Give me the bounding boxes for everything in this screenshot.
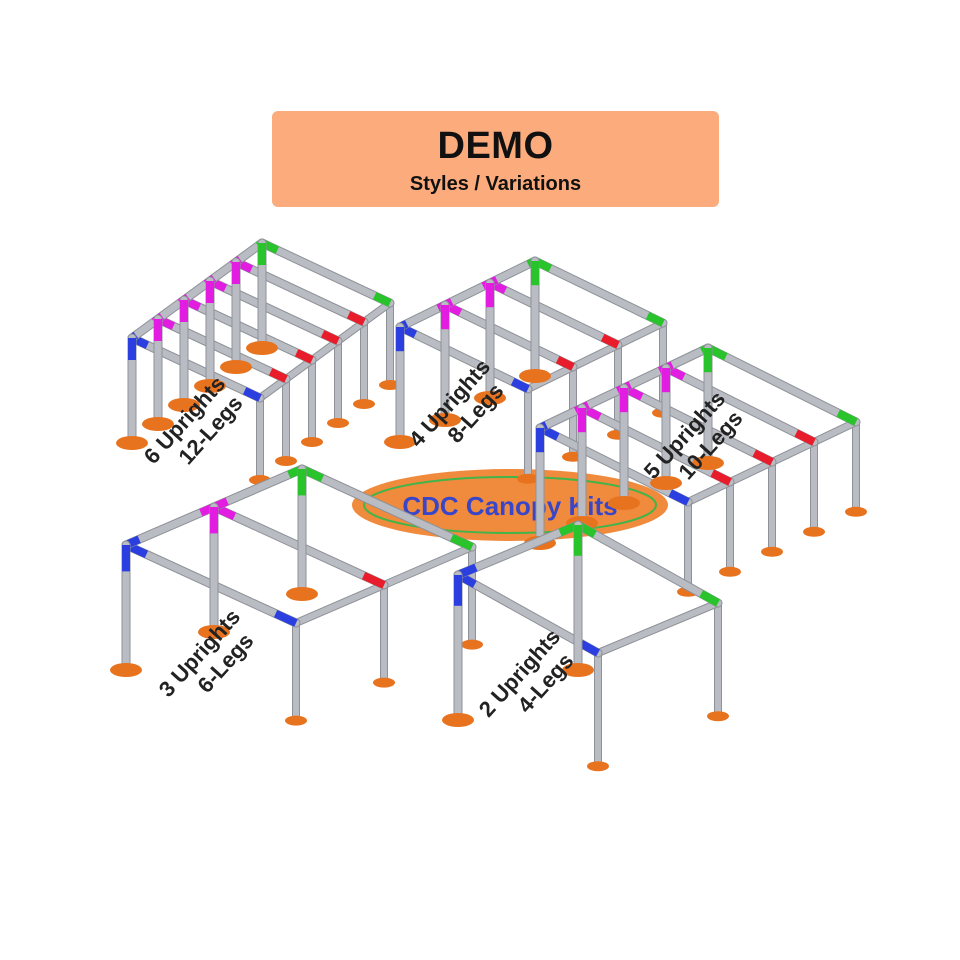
pipe <box>595 600 721 656</box>
connector <box>510 377 530 393</box>
foot <box>517 473 539 484</box>
pipe <box>154 315 290 383</box>
frame-four-uprights <box>384 256 674 484</box>
banner-title: DEMO <box>437 125 554 167</box>
pipe <box>454 521 582 579</box>
foot <box>275 456 297 466</box>
foot <box>461 639 483 650</box>
connector <box>794 429 816 446</box>
connector <box>699 590 720 607</box>
foot <box>519 369 551 383</box>
foot <box>116 436 148 450</box>
foot <box>562 663 594 677</box>
foot <box>327 418 349 428</box>
frame-two-uprights <box>442 520 729 772</box>
foot <box>285 715 307 726</box>
foot <box>719 566 741 577</box>
foot <box>429 413 461 427</box>
pipe <box>574 521 722 607</box>
pipe <box>258 239 394 307</box>
canopy-frames <box>110 238 867 772</box>
foot <box>220 360 252 374</box>
pipe <box>180 296 316 364</box>
frame-six-uprights <box>116 238 401 485</box>
foot <box>353 399 375 409</box>
foot <box>761 546 783 557</box>
frame-five-uprights <box>524 343 867 597</box>
connector <box>346 311 366 326</box>
pipe <box>298 465 476 551</box>
foot <box>194 379 226 393</box>
connector <box>273 610 298 627</box>
connector <box>668 489 690 506</box>
pipe <box>257 300 393 401</box>
connector <box>600 333 620 349</box>
connector <box>294 349 314 364</box>
foot <box>845 506 867 517</box>
foot <box>650 476 682 490</box>
pipe <box>525 320 666 392</box>
frame-three-uprights <box>110 464 483 726</box>
pipe <box>232 258 368 326</box>
kit-label-three: 3 Uprights 6-Legs <box>154 604 259 702</box>
foot <box>198 625 230 639</box>
foot <box>110 663 142 677</box>
pipe <box>531 257 667 327</box>
connector <box>555 355 575 371</box>
connector <box>710 469 732 486</box>
foot <box>301 437 323 447</box>
connector <box>372 292 392 307</box>
pipe <box>396 257 539 331</box>
foot <box>286 587 318 601</box>
pipe <box>206 277 342 345</box>
connector <box>320 330 340 345</box>
connector <box>836 409 858 426</box>
foot <box>474 391 506 405</box>
pipe <box>128 334 264 402</box>
pipe <box>620 384 776 466</box>
foot <box>608 496 640 510</box>
connector <box>242 387 262 402</box>
foot <box>168 398 200 412</box>
pipe <box>662 364 818 446</box>
connector <box>752 449 774 466</box>
connector <box>268 368 288 383</box>
pipe <box>441 301 577 371</box>
connector <box>645 311 665 327</box>
foot <box>803 526 825 537</box>
kit-label-two: 2 Uprights 4-Legs <box>474 624 579 722</box>
foot <box>142 417 174 431</box>
foot <box>246 341 278 355</box>
foot <box>692 456 724 470</box>
foot <box>587 761 609 772</box>
connector <box>361 572 386 589</box>
pipe <box>396 323 532 393</box>
connector <box>579 640 600 657</box>
connector <box>449 534 474 551</box>
foot <box>442 713 474 727</box>
pipe <box>486 279 622 349</box>
demo-banner: DEMO Styles / Variations <box>272 111 719 207</box>
foot <box>707 711 729 722</box>
foot <box>384 435 416 449</box>
foot <box>373 677 395 688</box>
pipe <box>704 344 860 426</box>
banner-subtitle: Styles / Variations <box>409 173 582 195</box>
